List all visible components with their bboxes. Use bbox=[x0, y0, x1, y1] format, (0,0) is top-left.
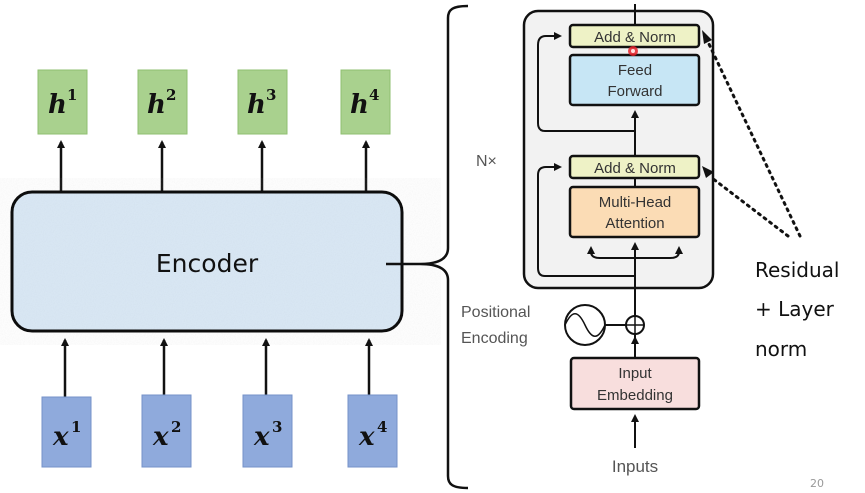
output-box-h4: h 4 bbox=[340, 69, 391, 135]
block-frame bbox=[522, 9, 715, 290]
output-var: h bbox=[48, 90, 67, 120]
input-var: x bbox=[358, 422, 375, 452]
output-arrows bbox=[57, 140, 370, 192]
encoder-label: Encoder bbox=[156, 249, 259, 278]
add-norm-bottom-label: Add & Norm bbox=[594, 160, 676, 177]
input-sup: 3 bbox=[272, 418, 282, 436]
output-sup: 3 bbox=[266, 86, 276, 104]
dotted-pointer-bottom bbox=[710, 176, 790, 238]
feed-forward-line1: Feed bbox=[618, 62, 652, 79]
residual-pointers bbox=[706, 40, 802, 238]
transformer-block: Add & Norm Feed Forward Add & Norm Multi… bbox=[522, 4, 715, 340]
embedding-line2: Embedding bbox=[597, 387, 673, 404]
cursor-dot-center bbox=[631, 49, 635, 53]
dotted-pointer-top bbox=[706, 40, 802, 238]
annotation-line3: norm bbox=[755, 337, 807, 361]
add-norm-top-label: Add & Norm bbox=[594, 29, 676, 46]
annotation-line2: + Layer bbox=[755, 297, 835, 321]
pointer-arrowhead bbox=[702, 166, 714, 178]
page-number: 20 bbox=[810, 477, 824, 490]
encoder-box: Encoder bbox=[10, 190, 404, 333]
attention-line2: Attention bbox=[605, 215, 664, 232]
feed-forward-line2: Forward bbox=[607, 83, 662, 100]
embedding-line1: Input bbox=[618, 365, 652, 382]
residual-annotation: Residual + Layer norm bbox=[755, 258, 839, 361]
input-arrows bbox=[61, 338, 373, 397]
sine-wave-icon bbox=[564, 304, 606, 346]
positional-label-line1: Positional bbox=[461, 304, 530, 321]
output-sup: 4 bbox=[369, 86, 379, 104]
brace-path bbox=[419, 4, 469, 490]
output-var: h bbox=[350, 90, 369, 120]
feed-forward-box: Feed Forward bbox=[568, 53, 701, 107]
output-sup: 2 bbox=[166, 86, 176, 104]
input-box-x1: x 1 bbox=[41, 396, 92, 468]
input-box-x2: x 2 bbox=[141, 394, 192, 468]
output-boxes: h 1 h 2 h 3 h 4 bbox=[37, 69, 391, 135]
input-sup: 4 bbox=[377, 418, 387, 436]
input-sup: 1 bbox=[71, 418, 81, 436]
positional-encoding: Positional Encoding bbox=[461, 304, 645, 347]
add-circle-icon bbox=[625, 315, 645, 335]
input-var: x bbox=[253, 422, 270, 452]
output-var: h bbox=[247, 90, 266, 120]
repeat-label: N× bbox=[476, 153, 497, 170]
curly-brace bbox=[386, 4, 469, 490]
output-sup: 1 bbox=[67, 86, 77, 104]
input-box-x3: x 3 bbox=[242, 394, 293, 468]
output-box-h1: h 1 bbox=[37, 69, 88, 135]
pointer-arrowhead bbox=[702, 30, 712, 44]
input-sup: 2 bbox=[171, 418, 181, 436]
positional-label-line2: Encoding bbox=[461, 330, 528, 347]
input-var: x bbox=[52, 422, 69, 452]
inputs-label: Inputs bbox=[612, 457, 658, 476]
multi-head-attention-box: Multi-Head Attention bbox=[568, 185, 701, 239]
input-boxes: x 1 x 2 x 3 x 4 bbox=[41, 394, 398, 468]
output-var: h bbox=[147, 90, 166, 120]
add-norm-bottom: Add & Norm bbox=[568, 154, 701, 180]
output-box-h3: h 3 bbox=[237, 69, 288, 135]
annotation-line1: Residual bbox=[755, 258, 839, 282]
input-var: x bbox=[152, 422, 169, 452]
data-flow-lines bbox=[537, 4, 683, 340]
output-box-h2: h 2 bbox=[137, 69, 188, 135]
add-norm-top: Add & Norm bbox=[568, 23, 701, 49]
input-box-x4: x 4 bbox=[347, 394, 398, 468]
input-embedding-box: Input Embedding bbox=[569, 356, 701, 411]
attention-line1: Multi-Head bbox=[599, 194, 672, 211]
